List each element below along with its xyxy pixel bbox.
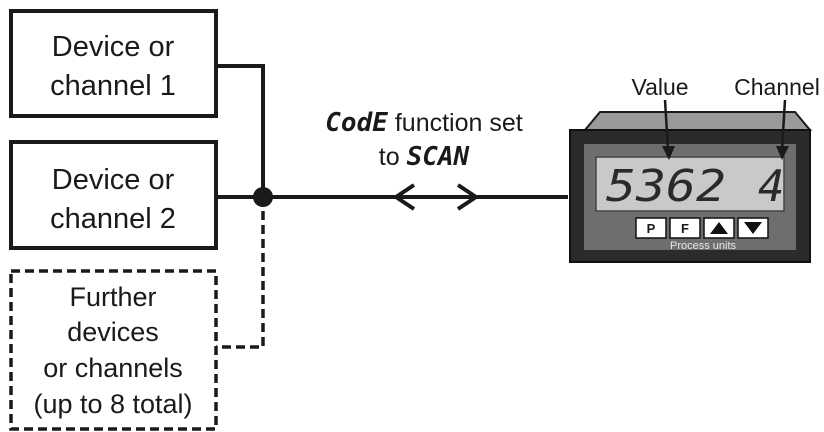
display-channel-readout: 4 bbox=[758, 161, 785, 212]
value-label: Value bbox=[631, 74, 688, 100]
meter-button-p[interactable]: P bbox=[635, 217, 667, 239]
meter-top-bevel bbox=[582, 111, 813, 131]
device-2-label-line1: Device or bbox=[52, 164, 175, 196]
channel-pointer-line bbox=[780, 99, 787, 151]
value-pointer-arrow-icon bbox=[662, 146, 675, 160]
bus-junction-dot bbox=[253, 187, 273, 207]
further-devices-label-line1: Further bbox=[69, 282, 156, 312]
meter-button-up[interactable] bbox=[703, 217, 735, 239]
button-f-label: F bbox=[681, 221, 689, 236]
panel-meter: 5362 4 P F Process units bbox=[569, 111, 813, 263]
device-2-label-line2: channel 2 bbox=[50, 203, 176, 235]
device-1-box bbox=[9, 9, 218, 118]
scan-annotation: to SCAN bbox=[379, 142, 470, 172]
value-pointer-line bbox=[663, 99, 670, 151]
channel-pointer-arrow-icon bbox=[776, 146, 789, 160]
scan-word: SCAN bbox=[407, 142, 470, 172]
further-devices-label-line4: (up to 8 total) bbox=[33, 389, 192, 419]
display-value-readout: 5362 bbox=[606, 161, 726, 212]
channel-1-wire bbox=[216, 64, 265, 197]
code-function-annotation: CodE function set bbox=[325, 108, 522, 138]
device-2-box bbox=[9, 140, 218, 250]
device-2-block: Device or channel 2 bbox=[9, 140, 218, 250]
further-devices-label-line3: or channels bbox=[43, 353, 183, 383]
meter-button-f[interactable]: F bbox=[669, 217, 701, 239]
to-text: to bbox=[379, 143, 407, 171]
bidirectional-arrow-icon bbox=[392, 183, 480, 211]
device-1-label-line1: Device or bbox=[52, 31, 175, 63]
channel-label: Channel bbox=[734, 74, 820, 100]
function-set-text: function set bbox=[388, 109, 523, 137]
label-pointers bbox=[662, 99, 789, 160]
further-devices-block: Further devices or channels (up to 8 tot… bbox=[9, 269, 218, 431]
process-units-label: Process units bbox=[670, 240, 737, 252]
further-devices-wire bbox=[216, 197, 265, 349]
further-devices-box bbox=[9, 269, 218, 431]
button-p-label: P bbox=[647, 221, 656, 236]
device-1-label-line2: channel 1 bbox=[50, 70, 176, 102]
further-devices-label-line2: devices bbox=[67, 317, 159, 347]
up-arrow-icon bbox=[710, 222, 728, 234]
down-arrow-icon bbox=[744, 222, 762, 234]
meter-lcd-display bbox=[595, 156, 785, 212]
device-1-block: Device or channel 1 bbox=[9, 9, 218, 118]
code-word: CodE bbox=[325, 108, 388, 138]
meter-button-down[interactable] bbox=[737, 217, 769, 239]
bus-wiring bbox=[216, 64, 568, 349]
